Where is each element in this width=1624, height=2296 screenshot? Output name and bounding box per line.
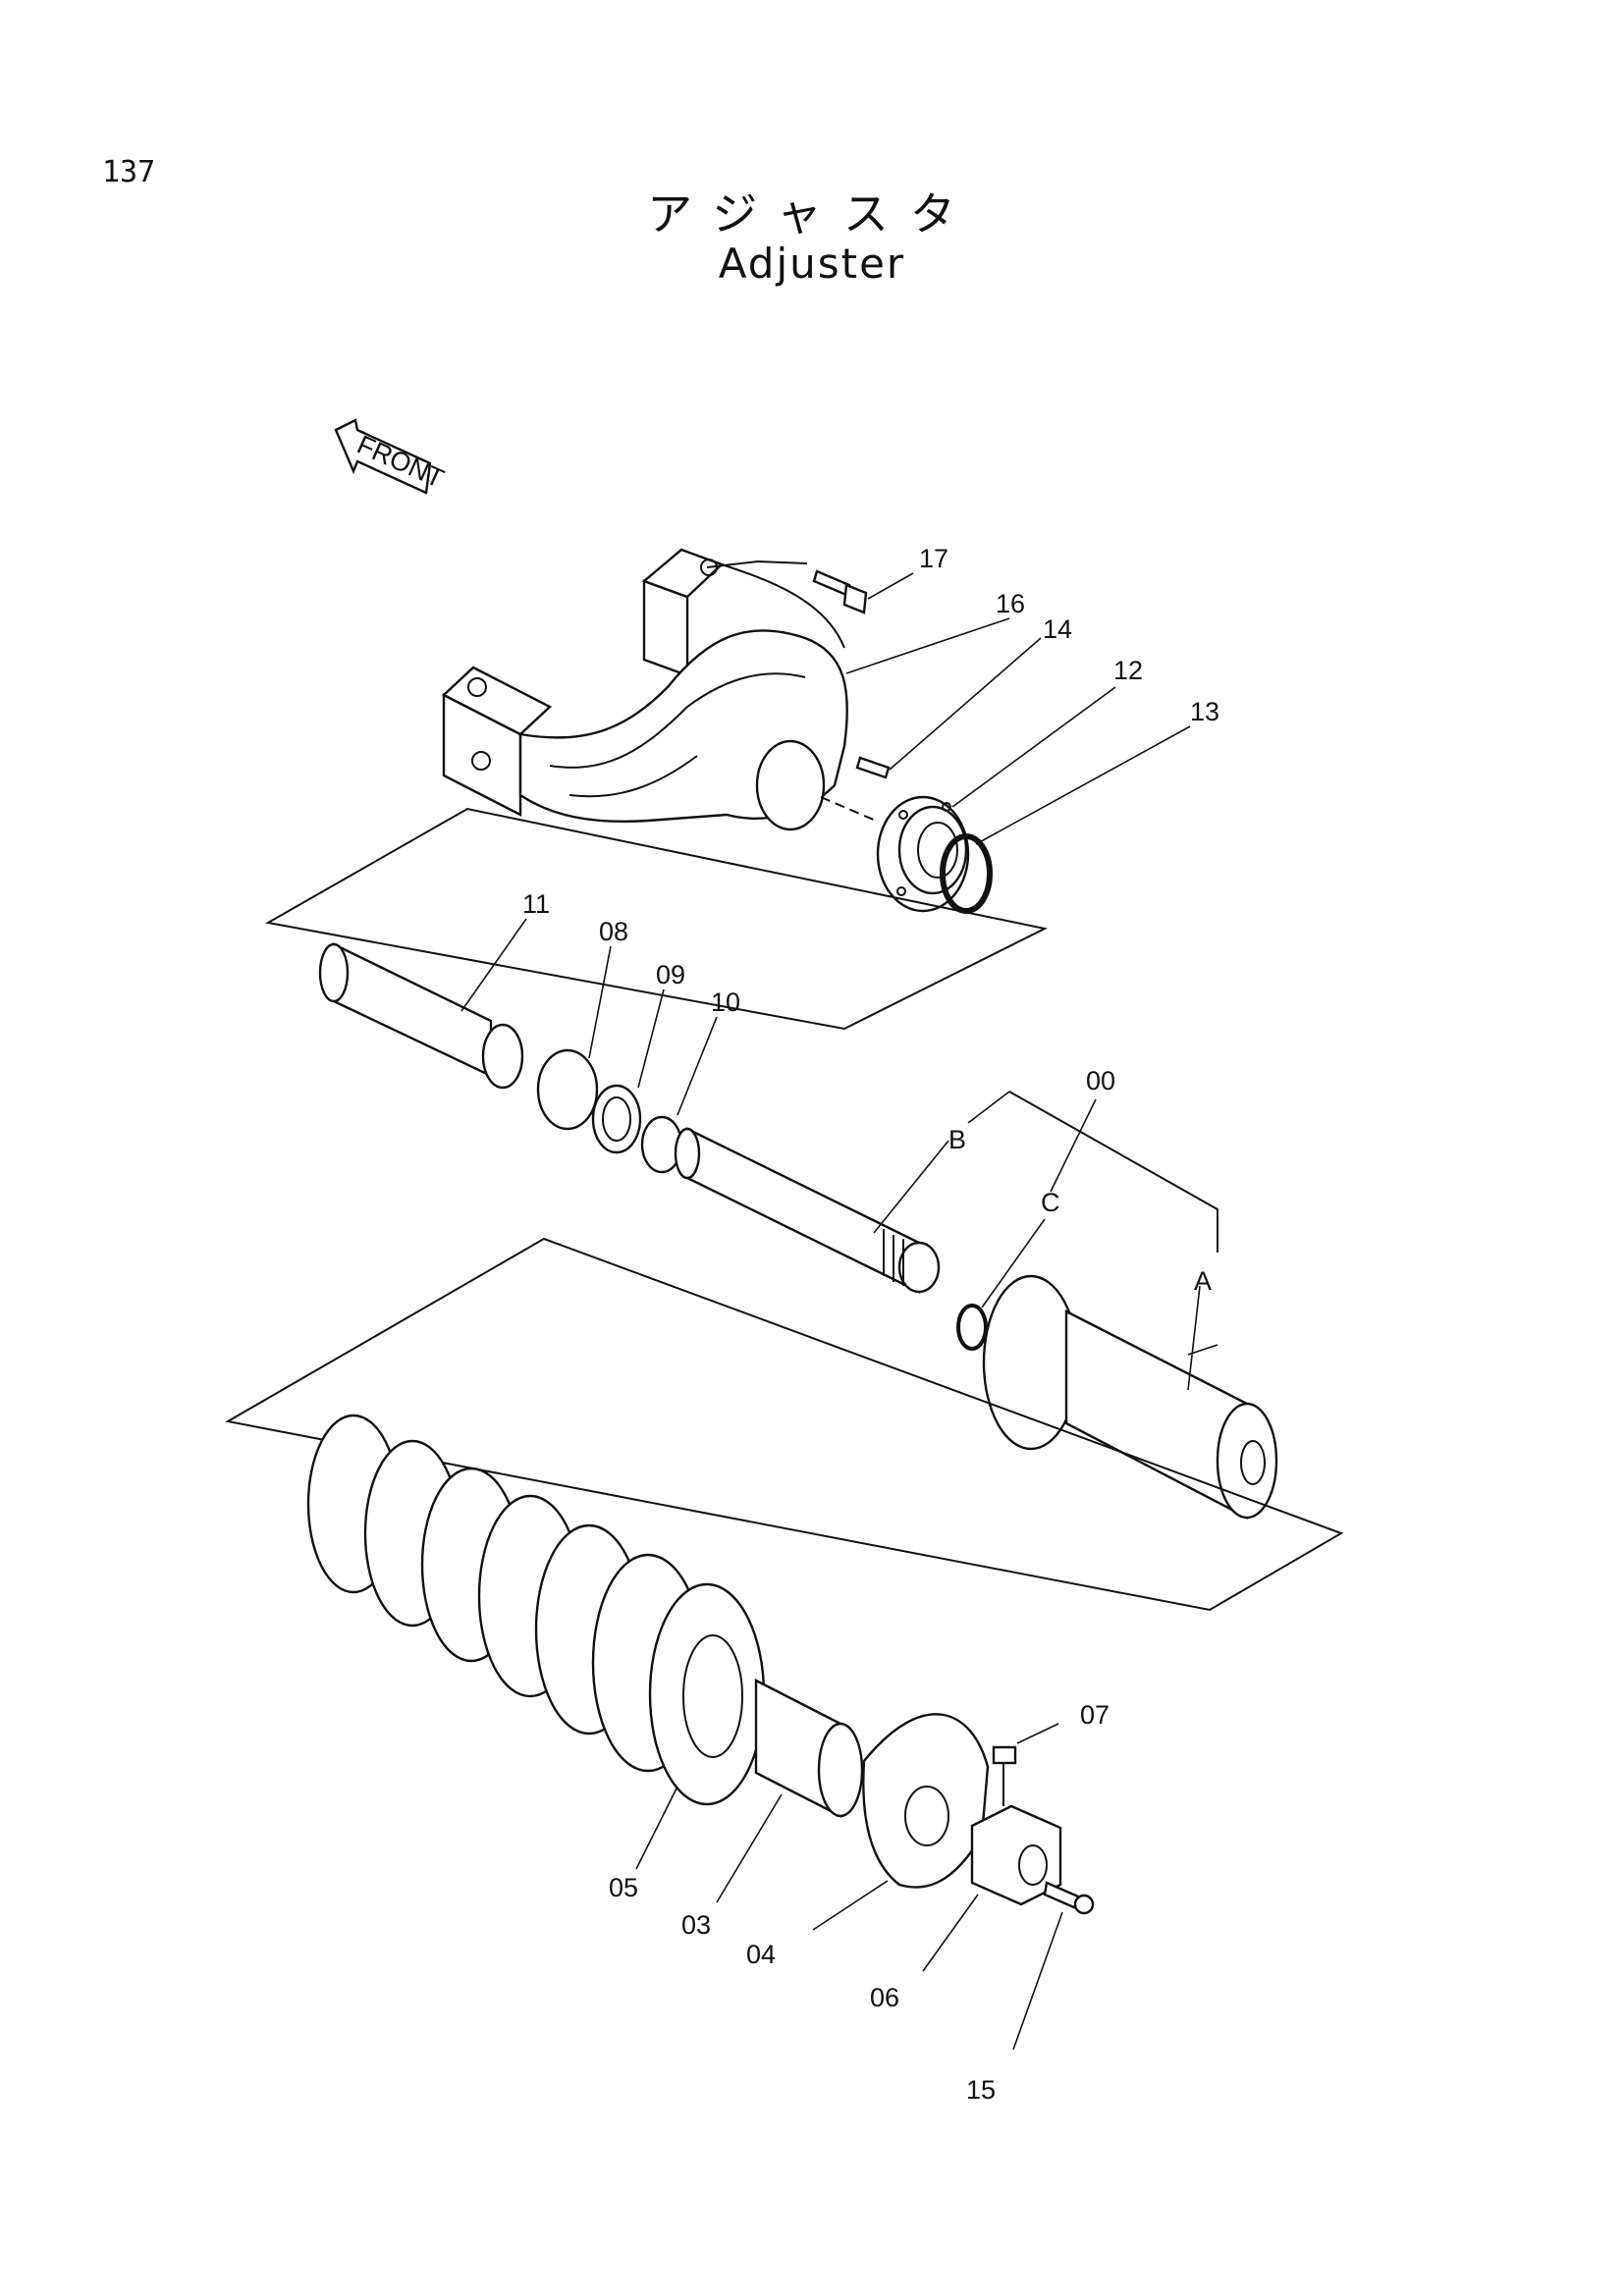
bolt-part-07 <box>992 1723 1059 1806</box>
rod-part-11 <box>318 918 527 1078</box>
cylinder-part-a <box>982 1274 1278 1520</box>
o-ring-part-13 <box>940 725 1191 914</box>
bolt-part-17 <box>706 561 914 614</box>
o-ring-part-c <box>956 1098 1097 1351</box>
sleeve-part-03 <box>716 1679 864 1903</box>
block-part-06 <box>922 1804 1062 1972</box>
bolt-part-14 <box>855 637 1042 779</box>
callout-04: 04 <box>746 1940 776 1969</box>
callout-a: A <box>1194 1266 1212 1296</box>
callout-08: 08 <box>599 917 628 946</box>
callout-09: 09 <box>656 960 685 989</box>
rod-part-b <box>674 1091 1010 1294</box>
front-arrow-icon: FRONT <box>334 418 448 495</box>
grease-fitting-part-15 <box>1012 1881 1095 2051</box>
callout-14: 14 <box>1043 614 1072 644</box>
callout-12: 12 <box>1113 656 1143 685</box>
plate-part-04 <box>812 1713 990 1931</box>
callout-11: 11 <box>522 889 550 919</box>
title-japanese: アジャスタ <box>647 187 977 240</box>
page-number: 137 <box>102 155 156 189</box>
bracket-part-16 <box>441 548 848 831</box>
callout-05: 05 <box>609 1873 638 1902</box>
callout-17: 17 <box>919 544 948 573</box>
flange-part-12 <box>876 686 1116 913</box>
front-label: FRONT <box>352 430 448 494</box>
seal-part-08 <box>481 945 612 1131</box>
title-english: Adjuster <box>718 240 906 288</box>
callout-16: 16 <box>996 589 1025 618</box>
seal-part-09 <box>591 988 665 1154</box>
callout-03: 03 <box>681 1910 711 1940</box>
callout-07: 07 <box>1080 1700 1110 1730</box>
callout-10: 10 <box>711 988 740 1017</box>
callout-06: 06 <box>870 1983 899 2012</box>
callout-00: 00 <box>1086 1066 1115 1095</box>
callout-b: B <box>948 1125 966 1154</box>
callout-13: 13 <box>1190 697 1219 726</box>
callout-15: 15 <box>966 2075 996 2105</box>
spring-part-05 <box>306 1414 766 1870</box>
callout-c: C <box>1041 1188 1060 1217</box>
